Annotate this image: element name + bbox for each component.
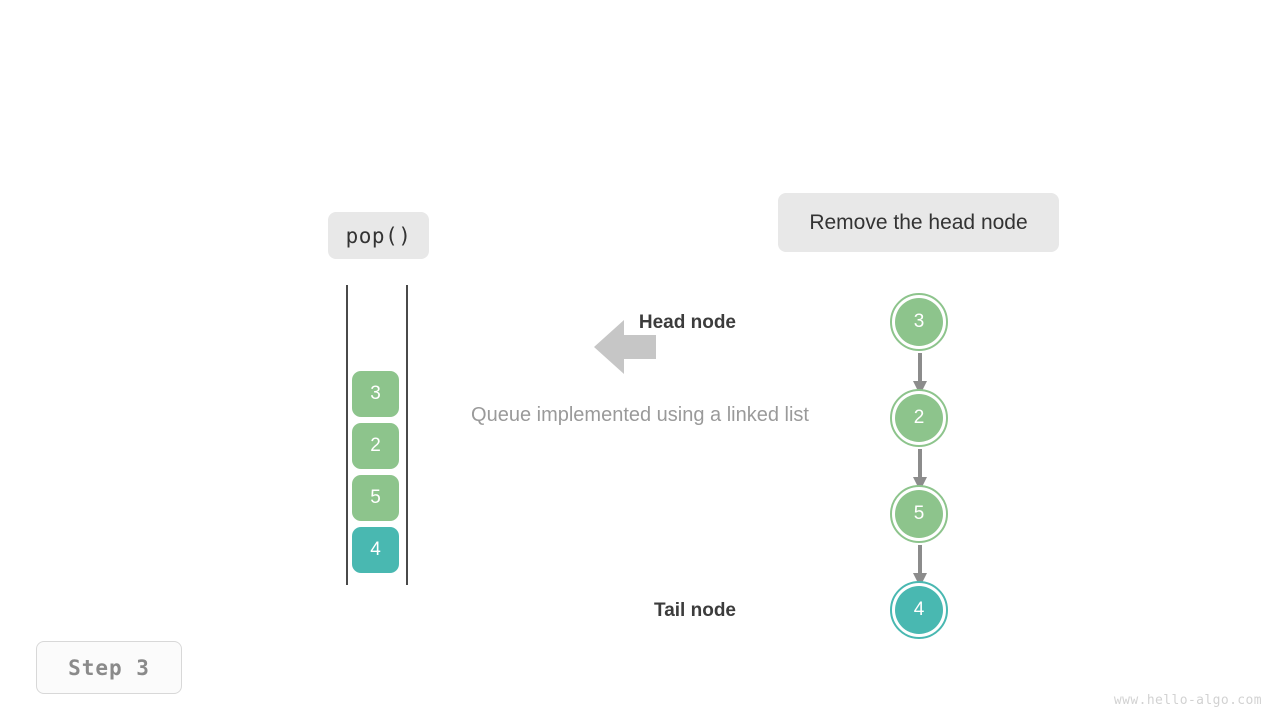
diagram-caption: Queue implemented using a linked list	[471, 404, 809, 426]
operation-call-chip: pop()	[328, 212, 429, 259]
queue-cell: 5	[352, 475, 399, 521]
head-node-label: Head node	[638, 312, 736, 333]
list-node-value: 2	[895, 394, 943, 442]
queue-cell: 2	[352, 423, 399, 469]
watermark: www.hello-algo.com	[1113, 693, 1262, 708]
list-node-value: 5	[895, 490, 943, 538]
queue-cell: 3	[352, 371, 399, 417]
operation-description-chip: Remove the head node	[778, 193, 1059, 252]
queue-column: 3 2 5 4	[346, 285, 408, 585]
queue-rail-right	[406, 285, 408, 585]
tail-node-label: Tail node	[654, 600, 736, 621]
down-arrow-icon	[911, 545, 929, 587]
list-node: 4	[890, 581, 948, 639]
list-node: 2	[890, 389, 948, 447]
step-badge: Step 3	[36, 641, 182, 694]
queue-rail-left	[346, 285, 348, 585]
down-arrow-icon	[911, 353, 929, 395]
down-arrow-icon	[911, 449, 929, 491]
list-node-value: 3	[895, 298, 943, 346]
left-block-arrow-icon	[594, 320, 656, 374]
list-node: 3	[890, 293, 948, 351]
queue-cell: 4	[352, 527, 399, 573]
linked-list: Head node Tail node 3 2 5	[639, 285, 968, 645]
list-node-value: 4	[895, 586, 943, 634]
queue-cell-list: 3 2 5 4	[352, 371, 402, 573]
list-node: 5	[890, 485, 948, 543]
